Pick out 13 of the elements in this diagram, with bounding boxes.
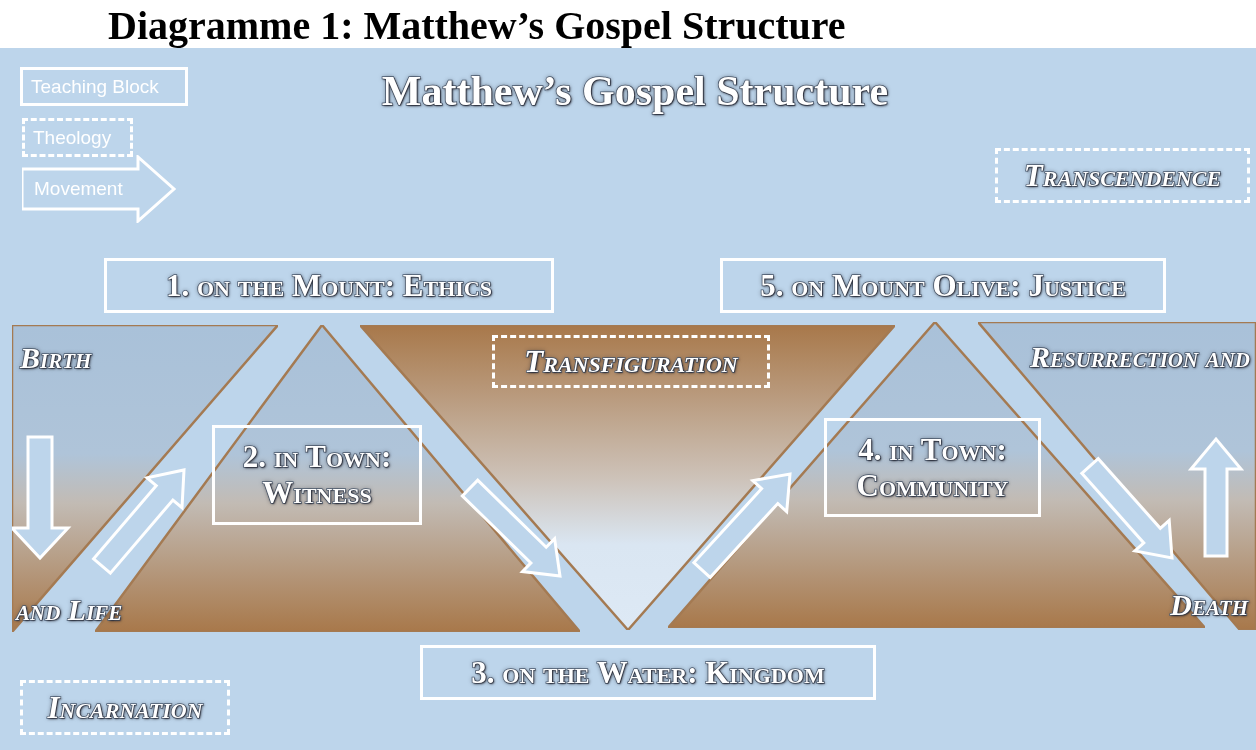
stage-label: Birth [20, 340, 92, 376]
theology-box: Transcendence [995, 148, 1250, 203]
legend-text: Movement [34, 179, 123, 198]
teaching-block: 3. on the Water: Kingdom [420, 645, 876, 700]
legend-item: Teaching Block [20, 67, 188, 106]
teaching-block: 5. on Mount Olive: Justice [720, 258, 1166, 313]
theology-box: Transfiguration [492, 335, 770, 388]
diagram-heading: Matthew’s Gospel Structure [380, 67, 890, 116]
legend-item: Theology [22, 118, 133, 157]
title: Diagramme 1: Matthew’s Gospel Structure [108, 4, 846, 48]
stage-label: Resurrection and [1028, 339, 1250, 375]
theology-box: Incarnation [20, 680, 230, 735]
teaching-block: 1. on the Mount: Ethics [104, 258, 554, 313]
